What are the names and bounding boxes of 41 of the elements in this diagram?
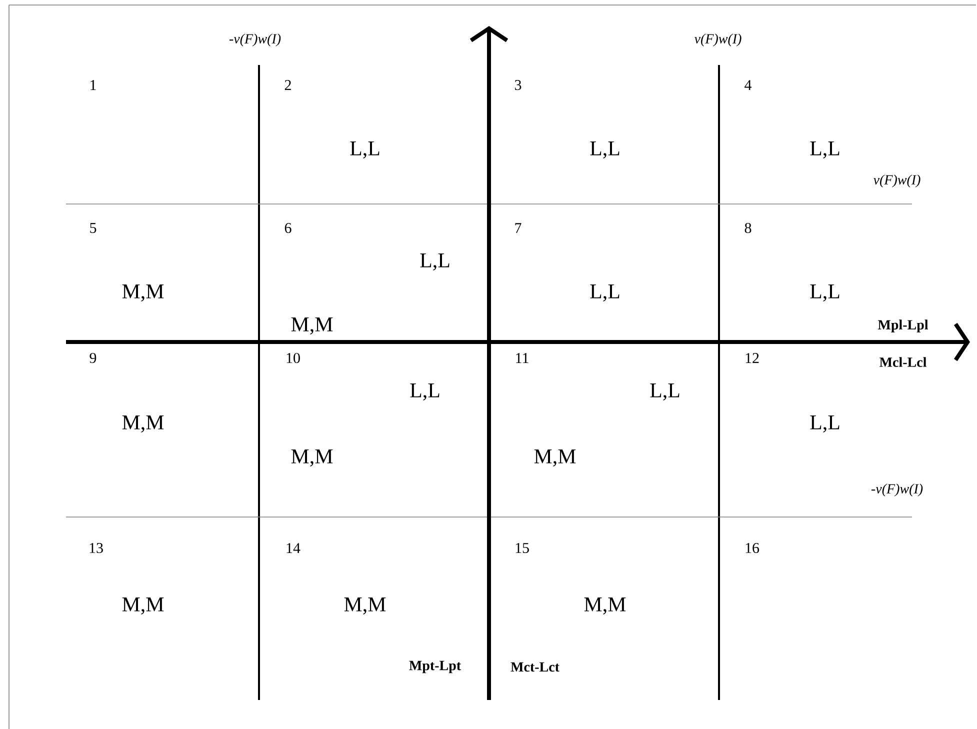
- cell-number: 7: [515, 223, 522, 233]
- payoff-label: L,L: [410, 384, 440, 400]
- axis-label: Mct-Lct: [510, 662, 560, 672]
- payoff-label: M,M: [534, 450, 576, 466]
- axis-value-label: v(F)w(I): [694, 34, 742, 46]
- cell-number: 3: [514, 80, 522, 90]
- cell-number: 11: [516, 353, 528, 363]
- axis-value-label: v(F)w(I): [874, 174, 920, 188]
- axis-label: Mpt-Lpt: [409, 660, 461, 674]
- cell-number: 10: [286, 352, 300, 364]
- cell-number: 13: [90, 542, 103, 554]
- payoff-label: L,L: [810, 142, 840, 158]
- cell-number: 8: [744, 222, 752, 234]
- cell-number: 6: [284, 222, 292, 234]
- payoff-label: M,M: [584, 598, 626, 614]
- axis-value-label: -v(F)w(I): [229, 34, 281, 46]
- payoff-label: L,L: [810, 416, 840, 432]
- payoff-label: M,M: [122, 284, 164, 302]
- payoff-label: L,L: [590, 142, 620, 158]
- payoff-label: L,L: [810, 284, 840, 302]
- cell-number: 1: [90, 80, 96, 90]
- cell-number: 2: [284, 80, 291, 90]
- payoff-label: M,M: [122, 598, 164, 614]
- axis-label: Mcl-Lcl: [880, 357, 926, 367]
- axis-label: Mpl-Lpl: [878, 320, 928, 332]
- cell-number: 16: [746, 542, 760, 554]
- cell-number: 9: [90, 352, 96, 364]
- cell-number: 14: [286, 543, 300, 553]
- axis-value-label: -v(F)w(I): [872, 484, 923, 496]
- payoff-label: L,L: [350, 142, 380, 158]
- payoff-label: L,L: [590, 284, 620, 302]
- payoff-label: M,M: [291, 450, 333, 466]
- payoff-label: M,M: [344, 598, 386, 614]
- payoff-label: L,L: [420, 254, 450, 270]
- cell-number: 4: [744, 80, 752, 90]
- cell-number: 15: [516, 543, 529, 554]
- payoff-label: M,M: [122, 416, 164, 432]
- payoff-label: M,M: [291, 318, 333, 334]
- cell-number: 12: [746, 353, 759, 363]
- payoff-label: L,L: [650, 384, 680, 400]
- cell-number: 5: [90, 223, 96, 233]
